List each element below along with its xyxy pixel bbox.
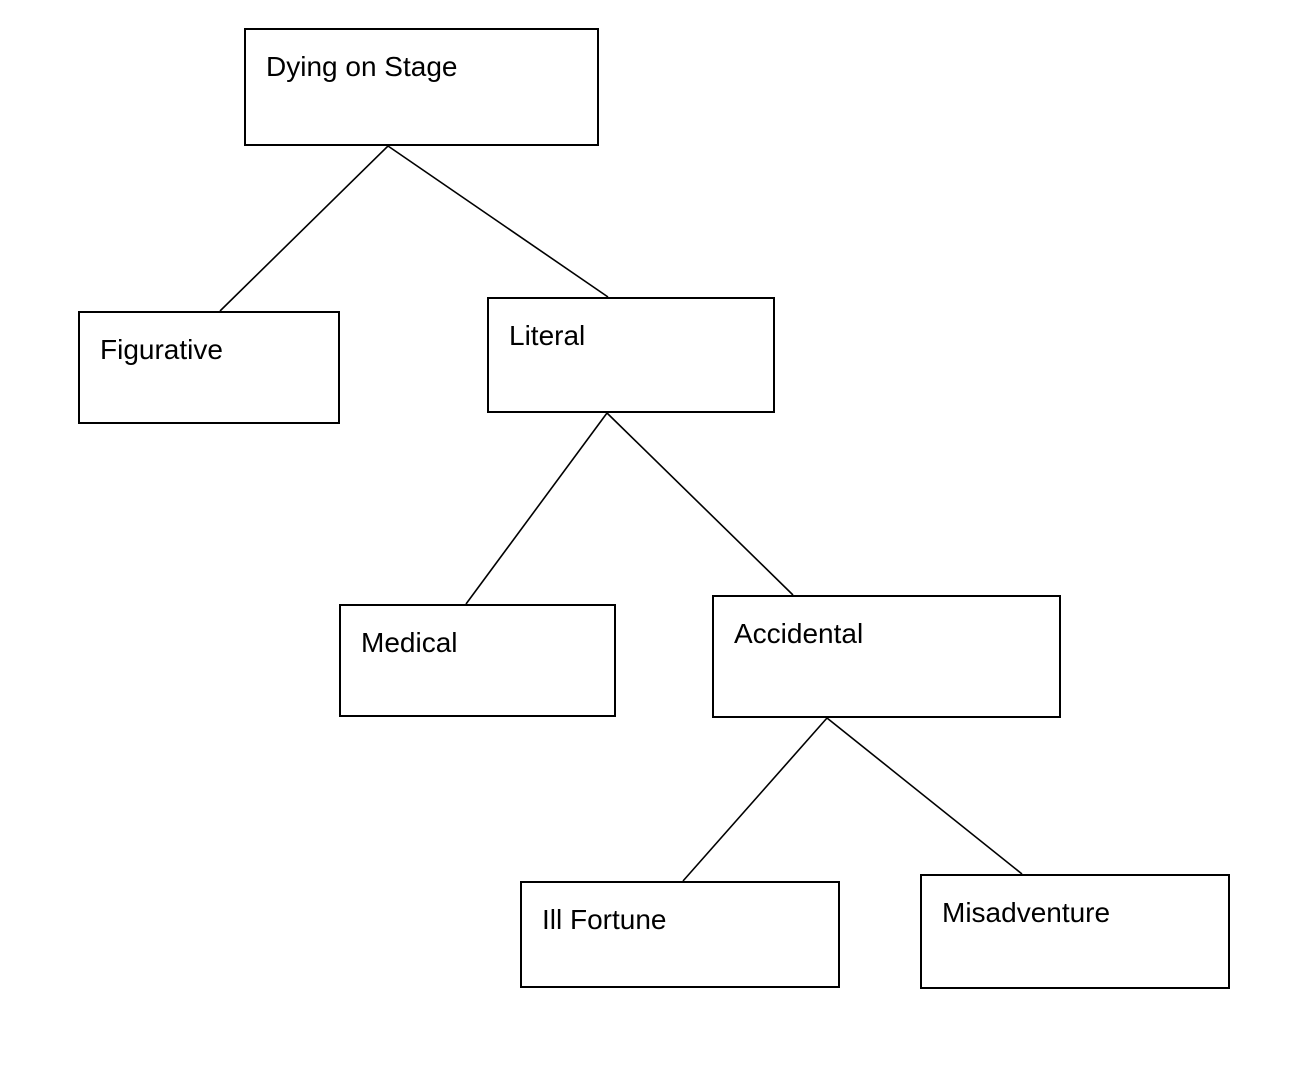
connector-line	[387, 145, 609, 298]
node-label-misadventure: Misadventure	[942, 897, 1111, 928]
node-box-accidental[interactable]: Accidental	[712, 595, 1061, 718]
node-label-medical: Medical	[361, 627, 458, 658]
node-box-figurative[interactable]: Figurative	[78, 311, 340, 424]
node-label-dying-on-stage: Dying on Stage	[266, 51, 458, 82]
node-label-literal: Literal	[509, 320, 586, 351]
node-label-figurative: Figurative	[100, 334, 223, 365]
connector-line	[682, 717, 828, 882]
node-box-ill-fortune[interactable]: Ill Fortune	[520, 881, 840, 988]
connector-line	[826, 717, 1023, 875]
connector-line	[219, 145, 389, 312]
node-box-medical[interactable]: Medical	[339, 604, 616, 717]
node-label-accidental: Accidental	[734, 618, 864, 649]
node-box-literal[interactable]: Literal	[487, 297, 775, 413]
node-label-ill-fortune: Ill Fortune	[542, 904, 667, 935]
connector-line	[606, 412, 794, 596]
node-box-dying-on-stage[interactable]: Dying on Stage	[244, 28, 599, 146]
node-box-misadventure[interactable]: Misadventure	[920, 874, 1230, 989]
connector-line	[465, 412, 608, 605]
